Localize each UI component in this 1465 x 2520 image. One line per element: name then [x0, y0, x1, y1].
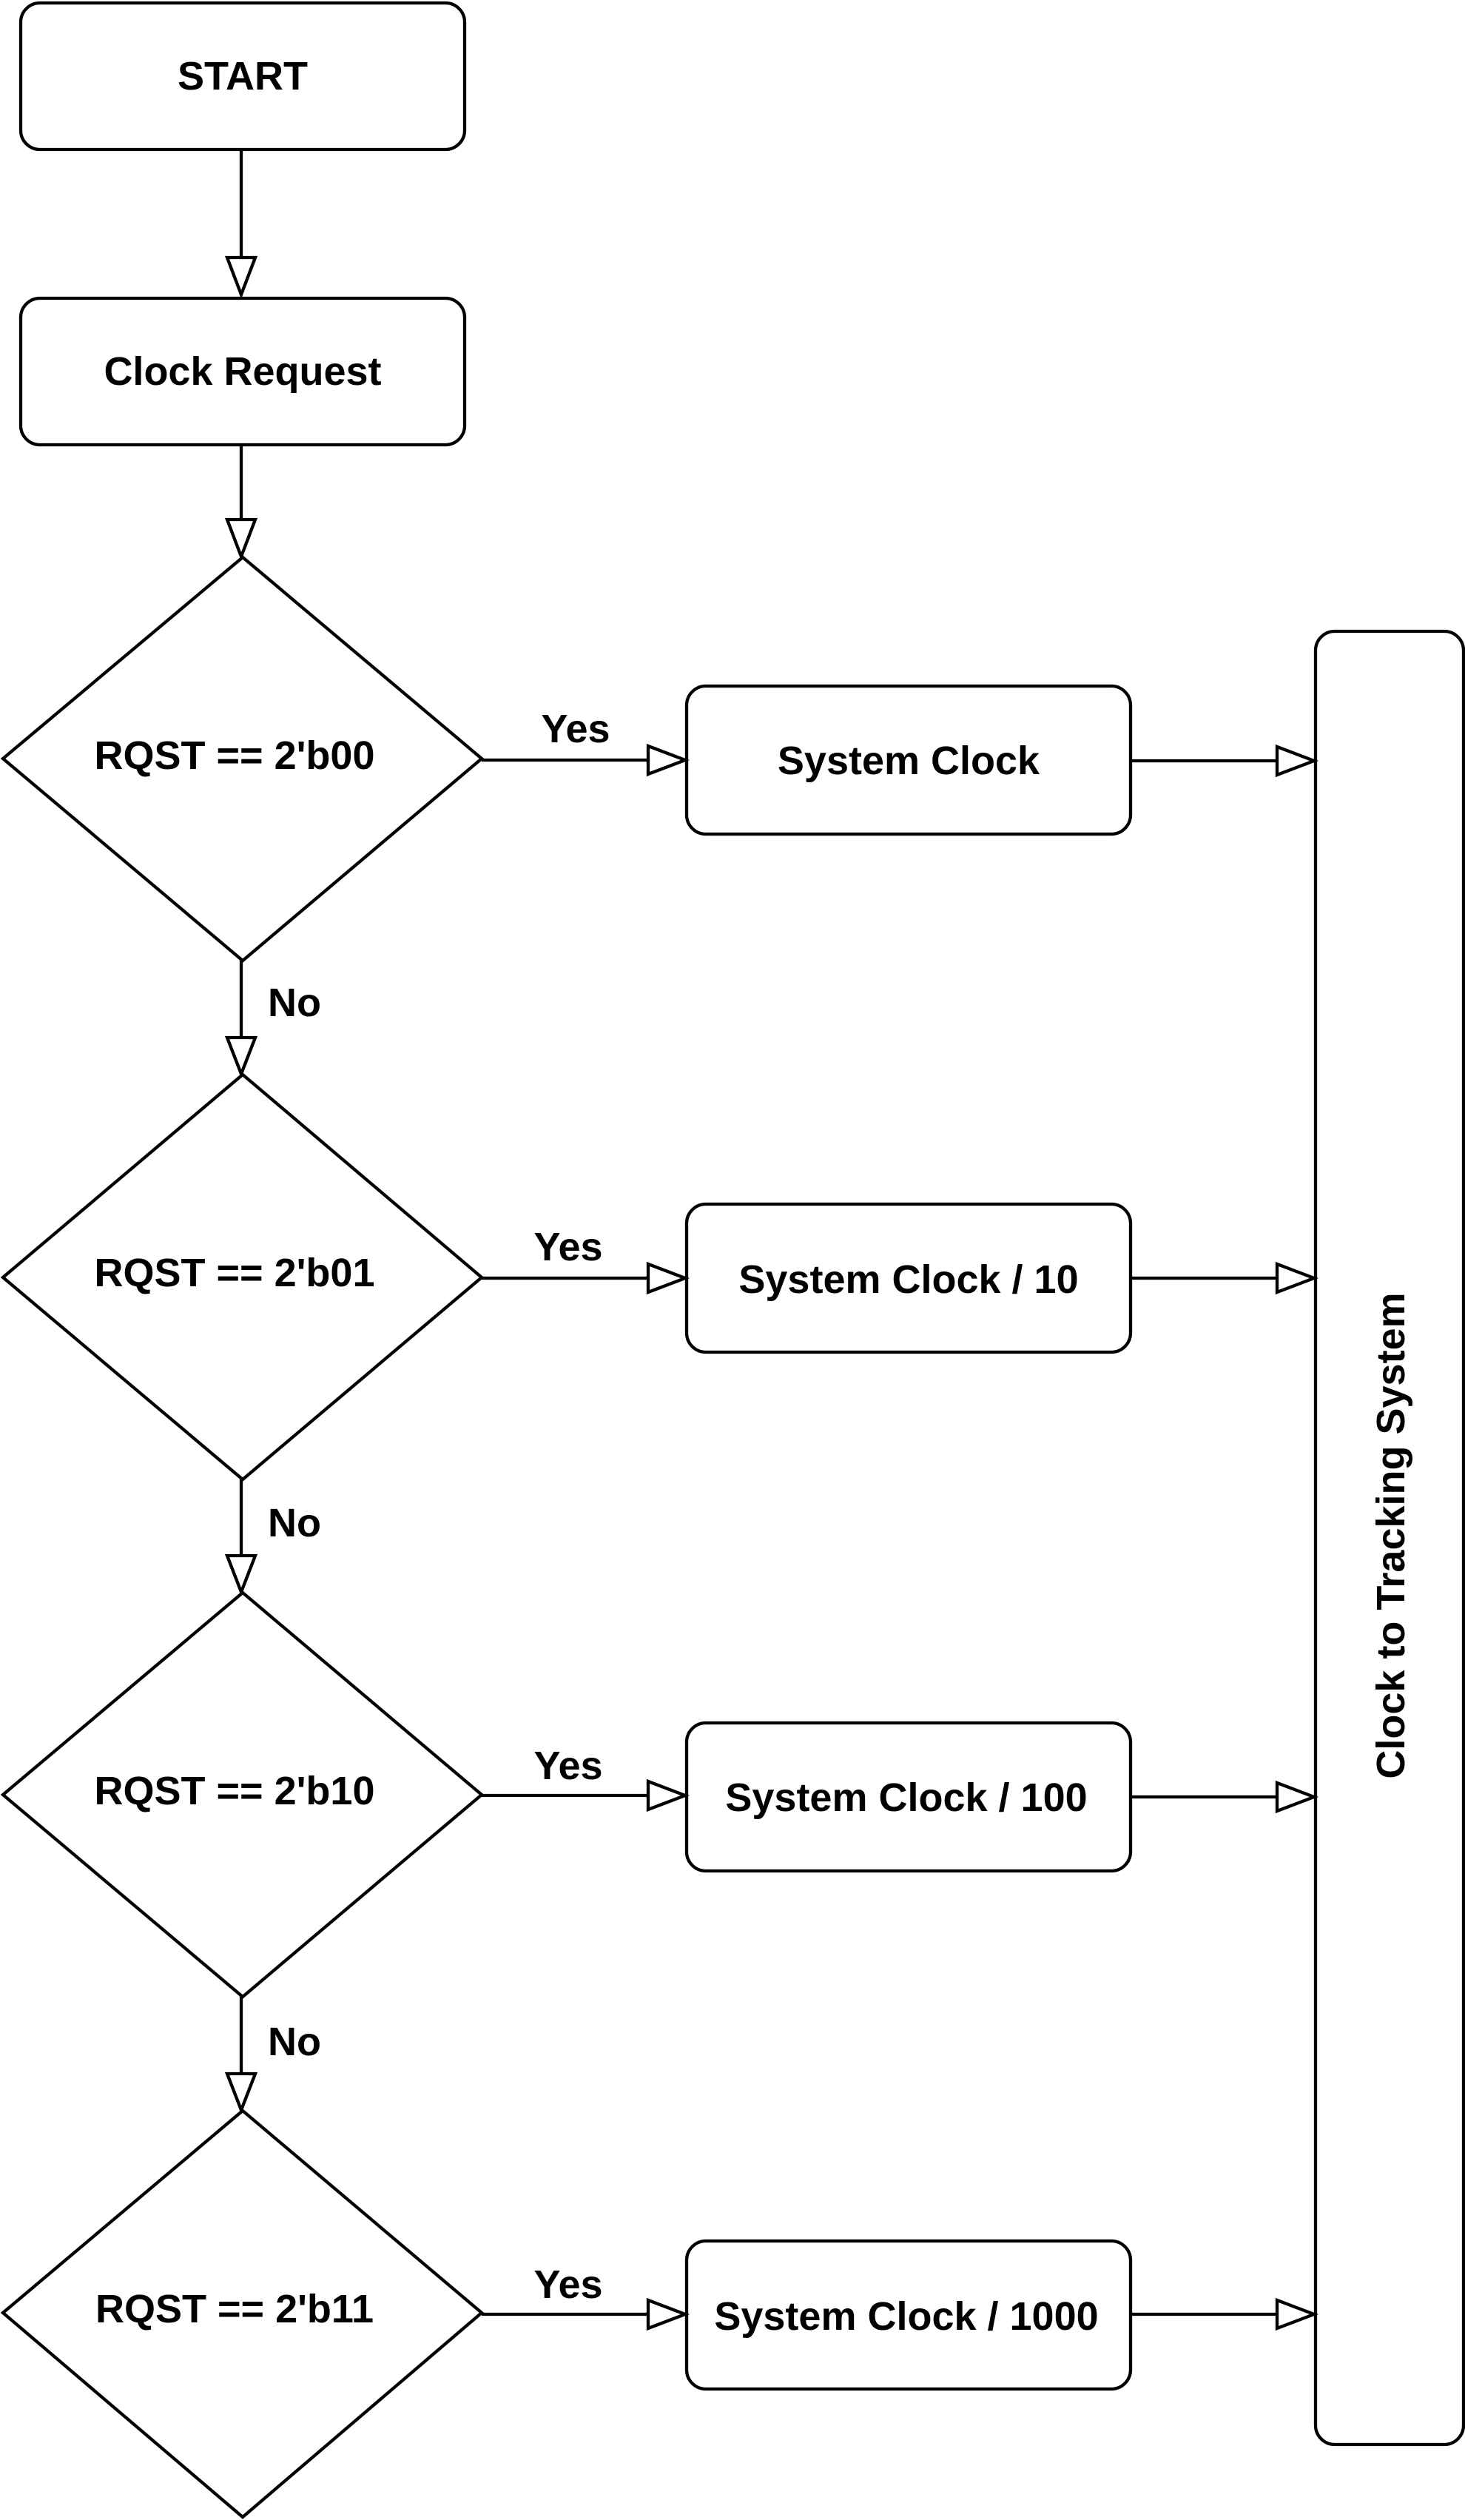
edge-decision-01-yes-label: Yes: [533, 1225, 602, 1269]
edge-decision-10-no-arrowhead: [224, 2072, 258, 2114]
decision-rqst-10-label: RQST == 2'b10: [94, 1769, 374, 1813]
edge-system-clock-div1000-to-sink-arrowhead: [1275, 2297, 1319, 2331]
edge-decision-00-no-label: No: [268, 981, 321, 1025]
edge-decision-10-yes-label: Yes: [533, 1744, 602, 1788]
edge-system-clock-to-sink-arrowhead: [1275, 744, 1319, 778]
decision-rqst-00-label: RQST == 2'b00: [94, 733, 374, 778]
output-system-clock[interactable]: System Clock: [684, 684, 1133, 836]
edge-decision-11-yes-arrowhead: [646, 2297, 690, 2331]
output-system-clock-div100[interactable]: System Clock / 100: [684, 1721, 1133, 1873]
clock-to-tracking-system-label: Clock to Tracking System: [1369, 1292, 1413, 1778]
output-system-clock-div10[interactable]: System Clock / 10: [684, 1202, 1133, 1354]
output-system-clock-div10-label: System Clock / 10: [738, 1257, 1078, 1302]
edge-decision-01-yes-arrowhead: [646, 1261, 690, 1295]
edge-decision-10-no-label: No: [268, 2020, 321, 2064]
edge-decision-01-no-label: No: [268, 1501, 321, 1545]
output-system-clock-div1000[interactable]: System Clock / 1000: [684, 2239, 1133, 2391]
decision-rqst-11[interactable]: RQST == 2'b11: [0, 2109, 485, 2519]
clock-request-node[interactable]: Clock Request: [18, 296, 467, 447]
edge-start-to-request-arrowhead: [224, 255, 258, 300]
edge-system-clock-div100-to-sink-arrowhead: [1275, 1780, 1319, 1814]
edge-request-to-decision-00-arrowhead: [224, 517, 258, 562]
decision-rqst-10[interactable]: RQST == 2'b10: [0, 1590, 485, 1999]
edge-decision-00-yes-arrowhead: [646, 743, 690, 777]
start-node[interactable]: START: [18, 1, 467, 152]
edge-system-clock-div10-to-sink-arrowhead: [1275, 1261, 1319, 1295]
clock-to-tracking-system-node[interactable]: Clock to Tracking System: [1313, 629, 1465, 2447]
decision-rqst-01-label: RQST == 2'b01: [94, 1251, 374, 1295]
edge-decision-00-yes-label: Yes: [541, 707, 610, 751]
decision-rqst-00[interactable]: RQST == 2'b00: [0, 555, 485, 963]
edge-decision-10-yes-arrowhead: [646, 1778, 690, 1812]
decision-rqst-11-label: RQST == 2'b11: [95, 2287, 374, 2331]
start-label: START: [178, 54, 308, 98]
decision-rqst-01[interactable]: RQST == 2'b01: [0, 1072, 485, 1482]
output-system-clock-div1000-label: System Clock / 1000: [714, 2294, 1098, 2339]
output-system-clock-div100-label: System Clock / 100: [725, 1775, 1087, 1820]
edge-decision-11-yes-label: Yes: [533, 2262, 602, 2307]
edge-decision-01-no-arrowhead: [224, 1553, 258, 1596]
edge-decision-00-no-arrowhead: [224, 1035, 258, 1078]
clock-request-label: Clock Request: [104, 349, 381, 394]
output-system-clock-label: System Clock: [778, 739, 1040, 783]
